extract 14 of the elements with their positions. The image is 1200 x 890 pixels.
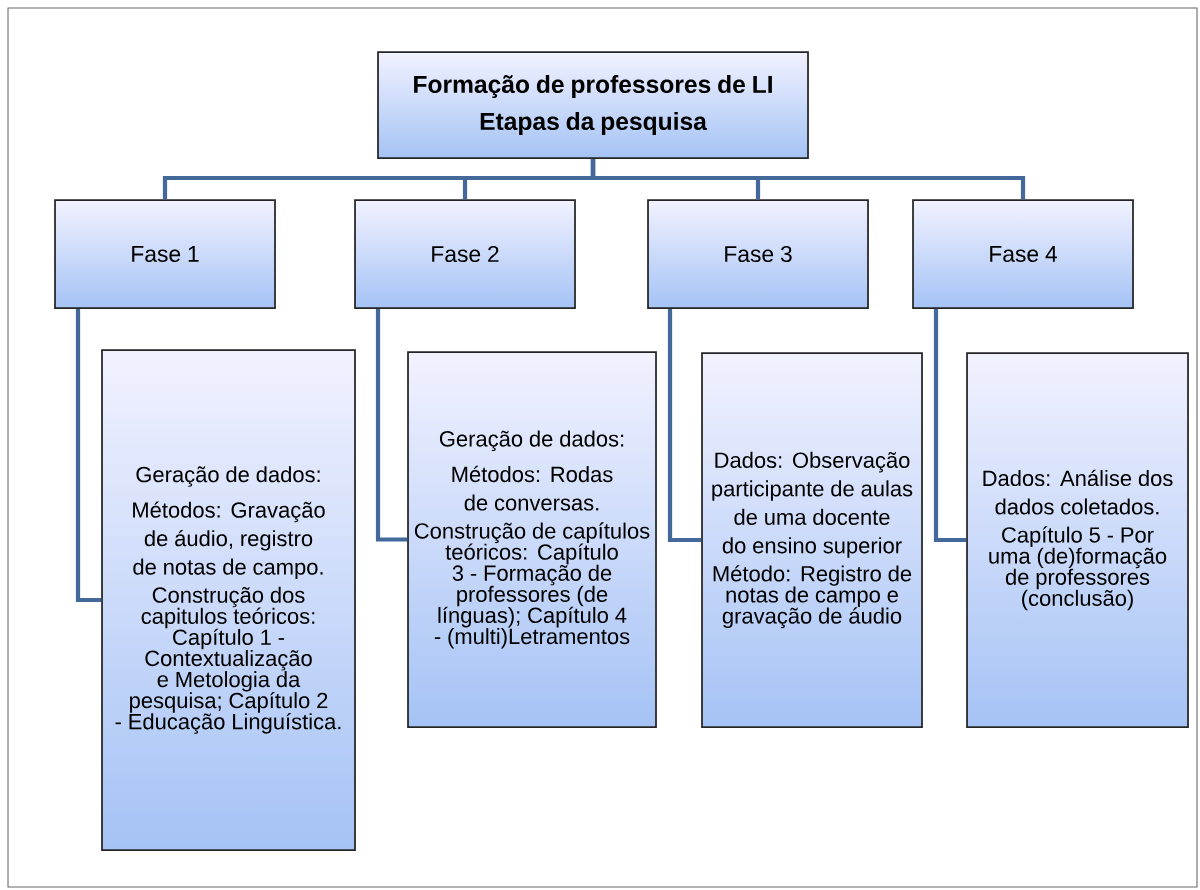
connector-line xyxy=(933,308,967,543)
connector-line xyxy=(590,158,1026,200)
detail-box: Dados: Análise dos dados coletados. Capítulo 5 - Por uma (de)formação de professores (conclusão) xyxy=(966,352,1189,728)
connector-line xyxy=(75,308,102,603)
connector-line xyxy=(667,308,702,543)
connector-line xyxy=(375,308,408,542)
title-box: Formação de professores de LI Etapas da pesquisa xyxy=(377,51,809,159)
phase-box: Fase 4 xyxy=(912,199,1134,309)
phase-box: Fase 1 xyxy=(54,199,276,309)
detail-box: Geração de dados: Métodos: Gravação de áudio, registro de notas de campo. Construção dos capitulos teóricos: Capítulo 1 - Contextualização e Metologia da pesquisa; Capítulo 2 - Educação Linguística. xyxy=(101,349,356,851)
phase-box: Fase 2 xyxy=(354,199,576,309)
detail-box: Dados: Observação participante de aulas de uma docente do ensino superior Método: Registro de notas de campo e gravação de áudio xyxy=(701,352,923,728)
detail-box: Geração de dados: Métodos: Rodas de conversas. Construção de capítulos teóricos: Capítulo 3 - Formação de professores (de línguas); Capítulo 4 - (multi)Letramentos xyxy=(407,351,657,728)
phase-box: Fase 3 xyxy=(647,199,869,309)
